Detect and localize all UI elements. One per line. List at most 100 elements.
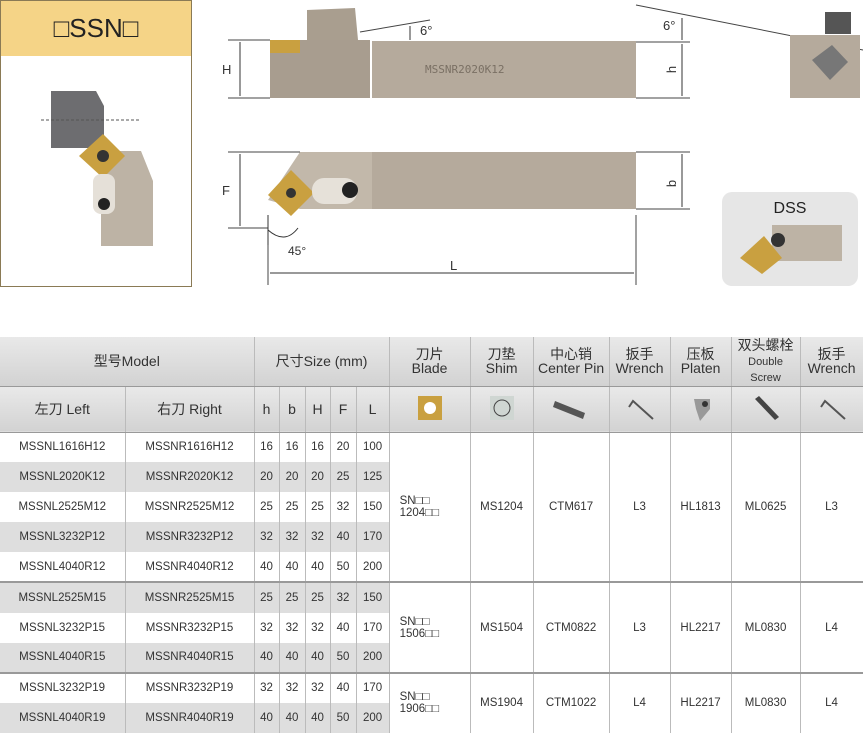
- L-cell: 200: [356, 642, 390, 673]
- dss-image: [740, 225, 842, 274]
- h-cell: 16: [254, 432, 280, 463]
- dim-F: F: [222, 183, 230, 198]
- h-cell: 32: [254, 522, 280, 553]
- b-cell: 40: [279, 702, 306, 733]
- center-pin-icon: [533, 386, 610, 433]
- H-cell: 40: [305, 552, 331, 583]
- right-model-cell: MSSNR4040R19: [125, 702, 255, 733]
- dim-L: L: [450, 258, 458, 273]
- platen-cell: HL2217: [670, 671, 732, 733]
- left-model-cell: MSSNL1616H12: [0, 432, 126, 463]
- H-cell: 40: [305, 642, 331, 673]
- F-cell: 25: [330, 462, 357, 493]
- wrench-icon: [609, 386, 671, 433]
- h-cell: 20: [254, 462, 280, 493]
- shim-cell: MS1504: [470, 581, 534, 673]
- subheader-F: F: [330, 386, 357, 433]
- subheader-right: 右刀 Right: [125, 386, 255, 433]
- dim-h: h: [664, 65, 680, 74]
- double-screw-icon: [731, 386, 801, 433]
- left-model-cell: MSSNL3232P12: [0, 522, 126, 553]
- h-cell: 25: [254, 492, 280, 523]
- h-cell: 25: [254, 581, 280, 613]
- b-cell: 40: [279, 642, 306, 673]
- right-model-cell: MSSNR4040R12: [125, 552, 255, 583]
- dss-variant: DSS: [722, 192, 858, 286]
- subheader-H: H: [305, 386, 331, 433]
- b-cell: 16: [279, 432, 306, 463]
- dim-b: b: [664, 179, 680, 188]
- blade-icon: [389, 386, 471, 433]
- header-size: 尺寸Size (mm): [254, 337, 390, 387]
- blade-cell: SN□□1204□□: [389, 432, 471, 583]
- right-model-cell: MSSNR2525M15: [125, 581, 255, 613]
- F-cell: 50: [330, 642, 357, 673]
- L-cell: 200: [356, 702, 390, 733]
- b-cell: 32: [279, 612, 306, 643]
- F-cell: 50: [330, 702, 357, 733]
- subheader-L: L: [356, 386, 390, 433]
- shim-icon: [470, 386, 534, 433]
- L-cell: 170: [356, 671, 390, 703]
- b-cell: 25: [279, 581, 306, 613]
- b-cell: 20: [279, 462, 306, 493]
- left-model-cell: MSSNL3232P15: [0, 612, 126, 643]
- double-screw-cell: ML0625: [731, 432, 801, 583]
- blade-cell: SN□□1506□□: [389, 581, 471, 673]
- h-cell: 40: [254, 702, 280, 733]
- left-model-cell: MSSNL2020K12: [0, 462, 126, 493]
- F-cell: 32: [330, 492, 357, 523]
- F-cell: 40: [330, 671, 357, 703]
- platen-cell: HL1813: [670, 432, 732, 583]
- double-screw-cell: ML0830: [731, 671, 801, 733]
- b-cell: 32: [279, 522, 306, 553]
- L-cell: 150: [356, 492, 390, 523]
- right-model-cell: MSSNR3232P15: [125, 612, 255, 643]
- right-model-cell: MSSNR3232P19: [125, 671, 255, 703]
- wrench-cell: L3: [609, 581, 671, 673]
- right-model-cell: MSSNR2020K12: [125, 462, 255, 493]
- F-cell: 40: [330, 612, 357, 643]
- center-pin-cell: CTM0822: [533, 581, 610, 673]
- subheader-b: b: [279, 386, 306, 433]
- right-model-cell: MSSNR3232P12: [125, 522, 255, 553]
- left-model-cell: MSSNL2525M15: [0, 581, 126, 613]
- left-model-cell: MSSNL2525M12: [0, 492, 126, 523]
- platen-icon: [670, 386, 732, 433]
- F-cell: 32: [330, 581, 357, 613]
- b-cell: 25: [279, 492, 306, 523]
- H-cell: 32: [305, 612, 331, 643]
- H-cell: 25: [305, 492, 331, 523]
- left-model-cell: MSSNL3232P19: [0, 671, 126, 703]
- wrench2-cell: L3: [800, 432, 863, 583]
- shim-cell: MS1204: [470, 432, 534, 583]
- platen-cell: HL2217: [670, 581, 732, 673]
- h-cell: 32: [254, 671, 280, 703]
- F-cell: 40: [330, 522, 357, 553]
- L-cell: 200: [356, 552, 390, 583]
- shim-cell: MS1904: [470, 671, 534, 733]
- double-screw-cell: ML0830: [731, 581, 801, 673]
- H-cell: 32: [305, 671, 331, 703]
- right-model-cell: MSSNR2525M12: [125, 492, 255, 523]
- angle-label-side: 6°: [663, 18, 676, 33]
- center-pin-cell: CTM1022: [533, 671, 610, 733]
- wrench-2-icon: [800, 386, 863, 433]
- F-cell: 50: [330, 552, 357, 583]
- H-cell: 25: [305, 581, 331, 613]
- subheader-left: 左刀 Left: [0, 386, 126, 433]
- L-cell: 170: [356, 522, 390, 553]
- h-cell: 40: [254, 642, 280, 673]
